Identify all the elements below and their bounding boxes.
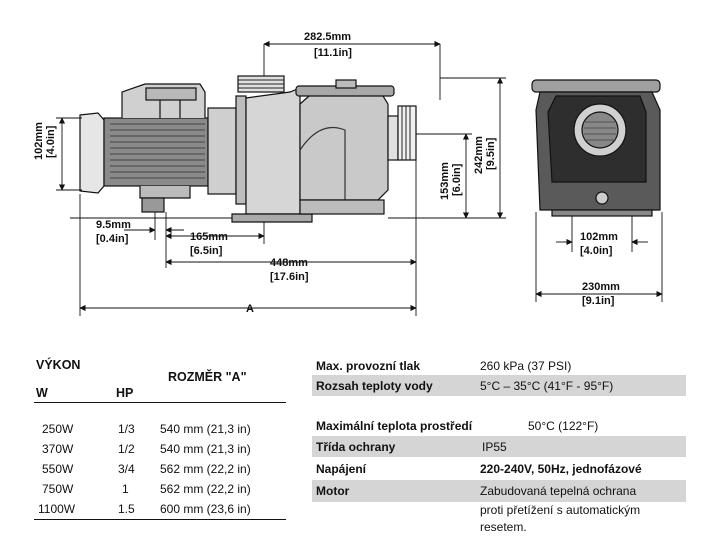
row-hp: 1	[122, 482, 129, 496]
dim-9-5-label: 9.5mm	[96, 219, 131, 231]
spec-row-power: Napájení 220-240V, 50Hz, jednofázové	[312, 458, 686, 479]
row-a: 562 mm (22,2 in)	[160, 482, 251, 496]
dim-230-inch-label: [9.1in]	[582, 295, 615, 307]
header-rozmer: ROZMĚR "A"	[168, 370, 247, 384]
pump-front-view	[531, 79, 661, 217]
dim-448-inch-label: [17.6in]	[270, 271, 309, 283]
table-row: 750W 1 562 mm (22,2 in)	[34, 482, 294, 500]
dim-230-label: 230mm	[582, 281, 620, 293]
row-w: 250W	[42, 422, 74, 436]
row-hp: 1/3	[118, 422, 135, 436]
spec-row-temp-range: Rozsah teploty vody 5°C – 35°C (41°F - 9…	[312, 375, 686, 396]
dim-165-inch-label: [6.5in]	[190, 245, 223, 257]
dim-282-inch-label: [11.1in]	[314, 47, 352, 59]
header-w: W	[36, 386, 48, 400]
spec-value-continued: resetem.	[480, 520, 527, 534]
header-hp: HP	[116, 386, 134, 400]
row-a: 540 mm (21,3 in)	[160, 442, 251, 456]
dim-9-5-inch-label: [0.4in]	[96, 233, 129, 245]
row-hp: 1/2	[118, 442, 135, 456]
spec-label: Motor	[316, 484, 350, 498]
dim-242-label: 242mm	[473, 136, 485, 174]
spec-value: 220-240V, 50Hz, jednofázové	[480, 462, 642, 476]
row-w: 750W	[42, 482, 74, 496]
table-row: 1100W 1.5 600 mm (23,6 in)	[34, 502, 294, 520]
row-hp: 3/4	[118, 462, 135, 476]
dim-a-label: A	[246, 303, 254, 315]
spec-value: 5°C – 35°C (41°F - 95°F)	[480, 379, 614, 393]
dim-102-bottom-label: 102mm	[580, 231, 618, 243]
spec-row-protection: Třída ochrany IP55	[312, 436, 686, 457]
spec-label: Maximální teplota prostředí	[316, 419, 473, 433]
dim-165-label: 165mm	[190, 231, 228, 243]
dim-242-inch-label: [9.5in]	[485, 137, 497, 170]
dim-102-bottom-inch-label: [4.0in]	[580, 245, 613, 257]
spec-value: Zabudovaná tepelná ochrana	[480, 484, 637, 498]
dim-153-label: 153mm	[439, 162, 451, 200]
spec-value-continued: proti přetížení s automatickým	[480, 503, 641, 517]
dim-102-left-inch-label: [4.0in]	[45, 125, 57, 158]
dim-153-inch-label: [6.0in]	[451, 163, 463, 196]
spec-row-motor: Motor Zabudovaná tepelná ochrana	[312, 480, 686, 502]
header-vykon: VÝKON	[36, 358, 81, 372]
row-w: 1100W	[38, 502, 76, 516]
performance-table: VÝKON W HP ROZMĚR "A" 250W 1/3 540 mm (2…	[34, 358, 294, 528]
row-hp: 1.5	[118, 502, 135, 516]
pump-dimension-drawing: 282.5mm [11.1in] 102mm [4.0in] 153mm [6.…	[33, 31, 663, 316]
spec-row-max-temp: Maximální teplota prostředí 50°C (122°F)	[312, 416, 686, 435]
spec-value: 50°C (122°F)	[528, 419, 599, 433]
dim-282-label: 282.5mm	[304, 31, 351, 43]
row-a: 600 mm (23,6 in)	[160, 502, 251, 516]
dim-102-left-label: 102mm	[33, 122, 45, 160]
spec-row-max-pressure: Max. provozní tlak 260 kPa (37 PSI)	[312, 356, 686, 375]
row-a: 540 mm (21,3 in)	[160, 422, 251, 436]
spec-label: Napájení	[316, 462, 367, 476]
row-w: 550W	[42, 462, 74, 476]
specifications-table: Max. provozní tlak 260 kPa (37 PSI) Rozs…	[312, 356, 688, 536]
table-row: 370W 1/2 540 mm (21,3 in)	[34, 442, 294, 460]
dim-448-label: 448mm	[270, 257, 308, 269]
spec-label: Rozsah teploty vody	[316, 379, 433, 393]
row-a: 562 mm (22,2 in)	[160, 462, 251, 476]
pump-side-view	[79, 75, 417, 223]
row-w: 370W	[42, 442, 74, 456]
spec-label: Max. provozní tlak	[316, 359, 421, 373]
spec-value: 260 kPa (37 PSI)	[480, 359, 572, 373]
table-row: 250W 1/3 540 mm (21,3 in)	[34, 422, 294, 440]
spec-value: IP55	[482, 440, 507, 454]
table-row: 550W 3/4 562 mm (22,2 in)	[34, 462, 294, 480]
spec-label: Třída ochrany	[316, 440, 396, 454]
